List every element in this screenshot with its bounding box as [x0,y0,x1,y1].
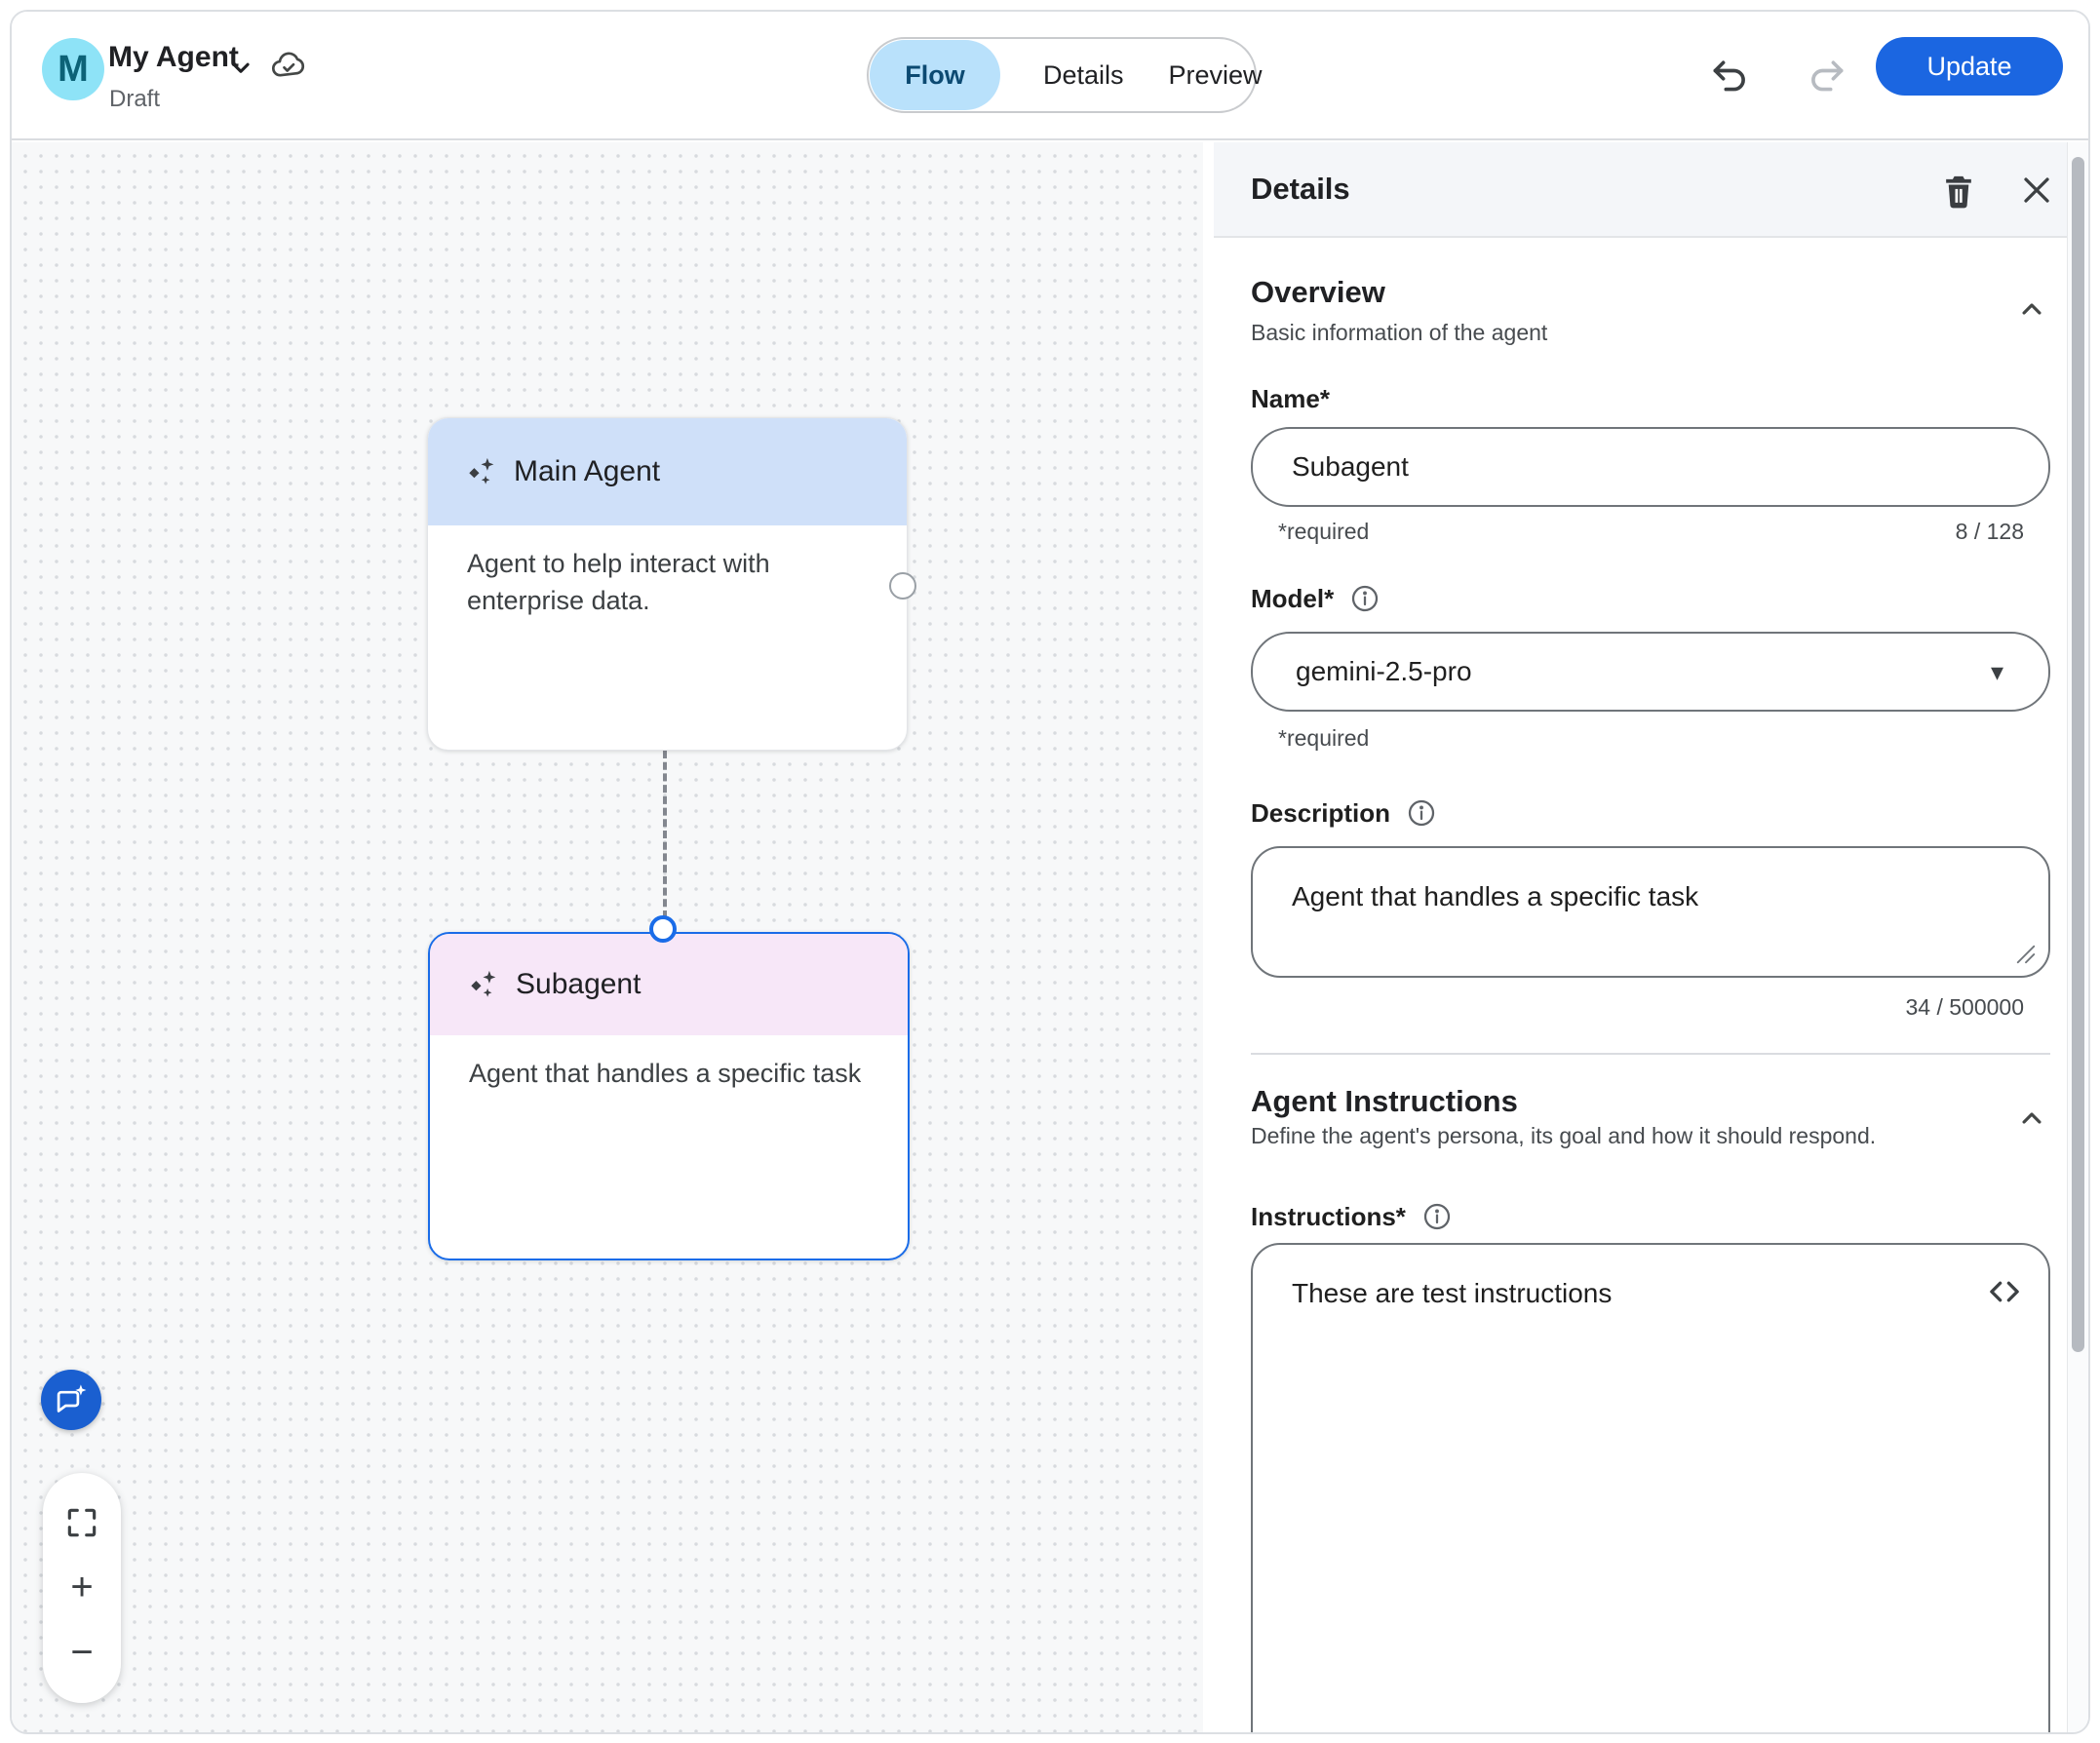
flow-canvas[interactable]: Main Agent Agent to help interact with e… [12,142,1203,1732]
avatar-letter: M [58,48,89,90]
input-port[interactable] [649,915,677,943]
node-title: Main Agent [514,455,661,487]
model-value: gemini-2.5-pro [1296,656,1472,686]
view-tabs: Flow Details Preview [867,37,1263,113]
panel-scrollbar[interactable] [2067,142,2088,1732]
details-panel-header: Details [1214,142,2088,238]
section-divider [1251,1053,2050,1055]
node-main-agent[interactable]: Main Agent Agent to help interact with e… [427,417,908,751]
panel-scrollbar-thumb[interactable] [2072,157,2084,1352]
name-input[interactable] [1251,427,2050,507]
overview-heading: Overview [1251,275,1385,309]
zoom-out-button[interactable]: − [70,1631,94,1675]
name-label: Name* [1251,384,1330,413]
close-icon[interactable] [2015,169,2058,212]
resize-handle-icon[interactable] [2015,944,2037,965]
sparkle-icon [469,457,494,484]
ai-chat-button[interactable] [41,1370,101,1430]
avatar: M [42,38,104,100]
description-label: Description [1251,797,1437,829]
agent-title: My Agent [108,41,239,73]
model-select[interactable]: gemini-2.5-pro ▾ [1251,632,2050,712]
overview-subheading: Basic information of the agent [1251,320,1548,345]
details-panel: Details Overview Basic information of th… [1214,142,2088,1732]
collapse-instructions-icon[interactable] [2013,1100,2050,1137]
node-main-agent-header: Main Agent [428,418,907,525]
zoom-in-button[interactable]: + [70,1565,94,1608]
instructions-subheading: Define the agent's persona, its goal and… [1251,1123,1877,1148]
info-icon[interactable] [1349,583,1381,614]
node-subagent[interactable]: Subagent Agent that handles a specific t… [428,932,910,1260]
app-header: M My Agent Draft Flow Details Preview Up… [12,12,2088,140]
node-description: Agent to help interact with enterprise d… [467,549,770,615]
node-subagent-header: Subagent [430,934,908,1035]
instructions-heading: Agent Instructions [1251,1084,1518,1118]
node-title: Subagent [516,968,642,1000]
output-port[interactable] [889,572,916,600]
agent-builder-window: M My Agent Draft Flow Details Preview Up… [10,10,2090,1734]
fit-view-icon[interactable] [63,1504,100,1541]
name-required-hint: *required [1278,519,1370,544]
info-icon[interactable] [1406,797,1437,829]
status-badge: Draft [109,86,161,112]
info-icon[interactable] [1421,1201,1453,1232]
node-connector-edge [663,751,667,918]
delete-icon[interactable] [1937,169,1980,212]
collapse-overview-icon[interactable] [2013,290,2050,328]
node-description: Agent that handles a specific task [469,1059,862,1088]
update-label: Update [1926,51,2012,81]
name-char-counter: 8 / 128 [1955,519,2024,544]
cloud-saved-icon [272,52,305,77]
undo-icon[interactable] [1708,55,1751,97]
update-button[interactable]: Update [1876,37,2063,96]
canvas-zoom-controls: + − [43,1473,121,1703]
tab-details[interactable]: Details [1043,59,1124,90]
description-char-counter: 34 / 500000 [1905,994,2024,1020]
code-view-icon[interactable] [1984,1271,2025,1312]
chat-sparkle-icon [57,1384,87,1413]
sparkle-icon [471,970,496,997]
model-required-hint: *required [1278,725,1370,751]
tab-flow[interactable]: Flow [870,40,1000,110]
instructions-textarea[interactable]: These are test instructions [1251,1243,2050,1732]
instructions-label: Instructions* [1251,1201,1453,1232]
description-textarea[interactable]: Agent that handles a specific task [1251,846,2050,978]
chevron-down-icon[interactable] [224,51,257,84]
model-label: Model* [1251,583,1381,614]
dropdown-caret-icon: ▾ [1990,656,2003,686]
tab-preview[interactable]: Preview [1168,59,1263,90]
redo-icon[interactable] [1806,55,1848,97]
panel-title: Details [1251,172,1350,206]
